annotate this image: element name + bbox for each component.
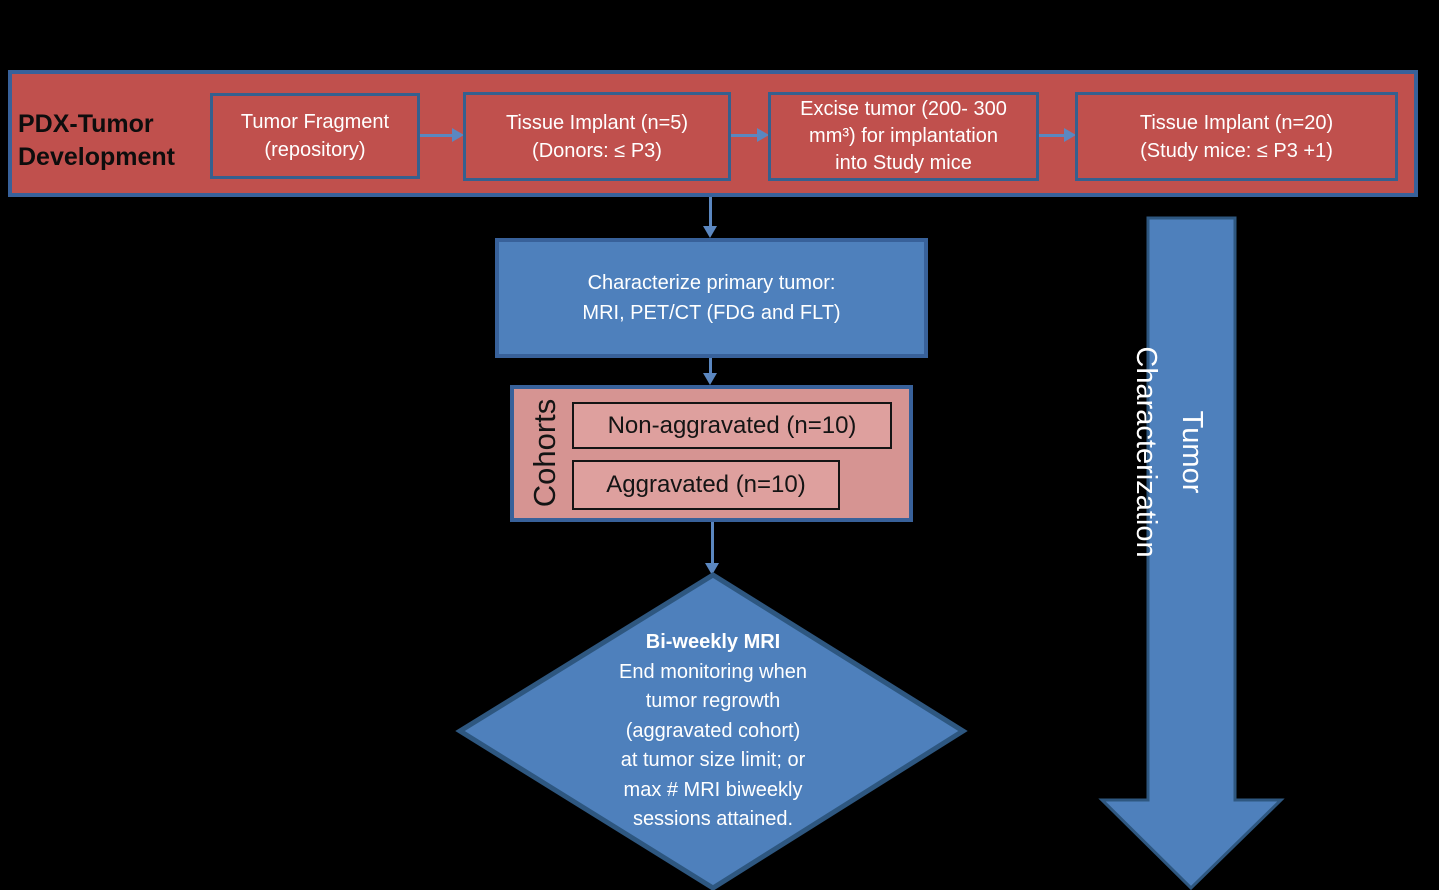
- down-arrowhead-icon: [703, 373, 717, 385]
- tumor-characterization-label: Tumor Characterization: [1130, 346, 1208, 558]
- decision-line: sessions attained.: [632, 808, 794, 830]
- step-excise-tumor: Excise tumor (200- 300 mm³) for implanta…: [768, 92, 1039, 181]
- arrow-implant5-to-excise: [731, 128, 769, 142]
- arrow-fragment-to-implant5: [420, 128, 464, 142]
- arrow-banner-to-characterize: [703, 197, 717, 238]
- decision-line: End monitoring when: [619, 660, 807, 683]
- decision-line: max # MRI biweekly: [623, 778, 803, 801]
- step-line: (repository): [264, 139, 366, 161]
- right-arrowhead-icon: [757, 128, 769, 142]
- step-line: (Study mice: ≤ P3 +1): [1140, 139, 1333, 162]
- step-tumor-fragment: Tumor Fragment (repository): [210, 93, 420, 179]
- banner-title: PDX-Tumor Development: [18, 108, 175, 174]
- step-line: Tissue Implant (n=5): [505, 111, 689, 134]
- diamond-polygon: [455, 572, 968, 890]
- down-arrowhead-icon: [705, 563, 719, 575]
- step-line: (Donors: ≤ P3): [532, 139, 662, 162]
- decision-line: at tumor size limit; or: [620, 749, 806, 771]
- step-tissue-implant-n5: Tissue Implant (n=5) (Donors: ≤ P3): [463, 92, 731, 181]
- arrow-characterize-to-cohorts: [703, 358, 717, 385]
- decision-title: Bi-weekly MRI: [645, 631, 781, 653]
- tumor-characterization-arrow-shape: [1098, 216, 1285, 890]
- decision-diamond-text: Bi-weekly MRI End monitoring when tumor …: [518, 628, 908, 835]
- decision-diamond-shape: [455, 572, 968, 890]
- cohorts-label: Cohorts: [527, 398, 562, 508]
- banner-title-line2: Development: [18, 143, 175, 171]
- cohort-aggravated: Aggravated (n=10): [572, 460, 840, 510]
- right-arrowhead-icon: [1064, 128, 1076, 142]
- step-line: Tissue Implant (n=20): [1139, 111, 1334, 134]
- banner-title-line1: PDX-Tumor: [18, 110, 154, 138]
- decision-line: tumor regrowth: [645, 690, 781, 712]
- characterize-line: MRI, PET/CT (FDG and FLT): [582, 302, 841, 324]
- big-down-arrow-polygon: [1098, 216, 1285, 890]
- step-line: Tumor Fragment: [240, 111, 390, 133]
- step-line: Excise tumor (200- 300: [800, 98, 1007, 120]
- pdx-development-banner: PDX-Tumor Development Tumor Fragment (re…: [8, 70, 1418, 197]
- decision-line: (aggravated cohort): [625, 719, 801, 742]
- characterize-tumor-box: Characterize primary tumor: MRI, PET/CT …: [495, 238, 928, 358]
- step-line: mm³) for implantation: [809, 125, 998, 147]
- down-arrowhead-icon: [703, 226, 717, 238]
- characterize-line: Characterize primary tumor:: [587, 272, 836, 294]
- step-line: into Study mice: [835, 152, 972, 174]
- step-tissue-implant-n20: Tissue Implant (n=20) (Study mice: ≤ P3 …: [1075, 92, 1398, 181]
- cohort-non-aggravated: Non-aggravated (n=10): [572, 402, 892, 449]
- arrow-excise-to-implant20: [1039, 128, 1076, 142]
- right-arrowhead-icon: [452, 128, 464, 142]
- arrow-cohorts-to-decision: [705, 522, 719, 575]
